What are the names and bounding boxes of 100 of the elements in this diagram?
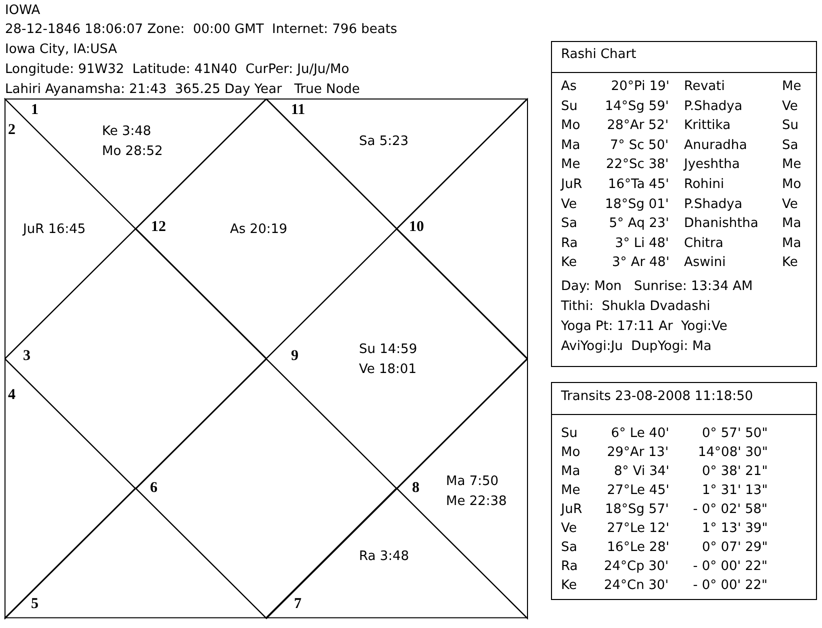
sign-number: 11 xyxy=(291,102,306,118)
info-line: Day: Mon Sunrise: 13:34 AM xyxy=(561,279,753,295)
planet-longitude: 7° Sc 50' xyxy=(610,138,669,154)
planet-longitude: 18°Sg 57' xyxy=(605,502,669,518)
planet-speed: 14°08' 30" xyxy=(698,445,768,461)
house-triangle xyxy=(5,358,136,618)
planet-position: Ke 3:48 xyxy=(102,124,152,140)
planet-speed: - 0° 00' 22" xyxy=(693,559,768,575)
lord-code: Ve xyxy=(782,98,798,115)
planet-speed: 1° 13' 39" xyxy=(702,521,768,537)
nakshatra-name: Revati xyxy=(684,79,725,95)
data-panel xyxy=(551,382,817,600)
lord-code: Me xyxy=(782,79,802,95)
sign-number: 8 xyxy=(412,480,420,496)
planet-longitude: 3° Ar 48' xyxy=(612,255,670,272)
sign-number: 6 xyxy=(150,480,158,496)
info-line: Tithi: Shukla Dvadashi xyxy=(561,299,710,315)
panel-title: Rashi Chart xyxy=(561,47,636,63)
sign-number: 1 xyxy=(31,102,38,118)
info-line: 28-12-1846 18:06:07 Zone: 00:00 GMT Internet: 796 beats xyxy=(5,22,398,38)
lord-code: Mo xyxy=(782,177,802,193)
sign-number: 5 xyxy=(31,596,38,612)
nakshatra-name: Aswini xyxy=(684,255,726,272)
chart-title: IOWA xyxy=(5,3,40,19)
planet-speed: - 0° 00' 22" xyxy=(693,578,768,594)
sign-number: 12 xyxy=(151,219,166,235)
planet-longitude: 14°Sg 59' xyxy=(605,98,669,115)
planet-longitude: 29°Ar 13' xyxy=(607,445,669,461)
planet-position: Ra 3:48 xyxy=(359,549,410,565)
sign-number: 7 xyxy=(294,596,302,612)
planet-position: JuR 16:45 xyxy=(23,222,86,238)
planet-longitude: 18°Sg 01' xyxy=(605,196,669,213)
planet-longitude: 20°Pi 19' xyxy=(611,79,670,95)
planet-code: Sa xyxy=(561,216,578,232)
panel-title: Transits 23-08-2008 11:18:50 xyxy=(561,389,754,405)
planet-longitude: 22°Sc 38' xyxy=(606,157,669,174)
planet-longitude: 5° Aq 23' xyxy=(609,216,670,232)
planet-longitude: 16°Ta 45' xyxy=(608,177,670,193)
planet-speed: 0° 07' 29" xyxy=(702,540,768,556)
nakshatra-name: Chitra xyxy=(684,236,724,252)
planet-position: Me 22:38 xyxy=(446,494,507,510)
lord-code: Me xyxy=(782,157,802,174)
planet-position: Mo 28:52 xyxy=(102,144,163,160)
planet-position: Ve 18:01 xyxy=(359,362,416,378)
planet-code: Ke xyxy=(561,255,577,272)
planet-code: Sa xyxy=(561,540,578,556)
sign-number: 9 xyxy=(291,348,298,364)
planet-speed: 1° 31' 13" xyxy=(702,483,768,499)
data-panel xyxy=(551,41,817,367)
lord-code: Ke xyxy=(782,255,798,272)
planet-position: As 20:19 xyxy=(230,222,288,238)
nakshatra-name: Dhanishtha xyxy=(684,216,758,232)
planet-code: Ra xyxy=(561,559,578,575)
sign-number: 10 xyxy=(409,219,424,235)
planet-speed: 0° 57' 50" xyxy=(702,426,768,442)
planet-code: Su xyxy=(561,426,578,442)
info-line: Iowa City, IA:USA xyxy=(5,42,118,58)
planet-longitude: 24°Cp 30' xyxy=(604,559,669,575)
sign-number: 3 xyxy=(23,348,30,364)
nakshatra-name: Anuradha xyxy=(684,138,748,154)
info-line: Yoga Pt: 17:11 Ar Yogi:Ve xyxy=(561,319,728,335)
nakshatra-name: Jyeshtha xyxy=(684,157,740,174)
nakshatra-name: P.Shadya xyxy=(684,196,742,213)
planet-code: JuR xyxy=(561,177,582,193)
planet-longitude: 8° Vi 34' xyxy=(614,464,670,480)
info-line: AviYogi:Ju DupYogi: Ma xyxy=(561,339,712,355)
planet-code: Ma xyxy=(561,138,580,154)
planet-code: Su xyxy=(561,98,578,115)
lord-code: Su xyxy=(782,118,798,134)
planet-code: Ke xyxy=(561,578,577,594)
planet-longitude: 6° Le 40' xyxy=(611,426,670,442)
planet-speed: - 0° 02' 58" xyxy=(693,502,768,518)
planet-longitude: 27°Le 45' xyxy=(607,483,670,499)
sign-number: 2 xyxy=(8,122,16,138)
lord-code: Sa xyxy=(782,138,798,154)
info-line: Lahiri Ayanamsha: 21:43 365.25 Day Year True Node xyxy=(5,82,360,98)
planet-longitude: 3° Li 48' xyxy=(615,236,670,252)
planet-position: Sa 5:23 xyxy=(359,134,409,150)
planet-position: Ma 7:50 xyxy=(446,474,499,490)
planet-code: As xyxy=(561,79,577,95)
lord-code: Ma xyxy=(782,216,802,232)
nakshatra-name: P.Shadya xyxy=(684,98,742,115)
planet-position: Su 14:59 xyxy=(359,342,418,358)
planet-code: Me xyxy=(561,483,580,499)
nakshatra-name: Rohini xyxy=(684,177,724,193)
info-line: Longitude: 91W32 Latitude: 41N40 CurPer: Ju/Ju/Mo xyxy=(5,62,350,78)
planet-longitude: 16°Le 28' xyxy=(607,540,670,556)
planet-code: Ra xyxy=(561,236,578,252)
sign-number: 4 xyxy=(8,387,16,403)
planet-speed: 0° 38' 21" xyxy=(702,464,768,480)
lord-code: Ma xyxy=(782,236,802,252)
planet-code: Ve xyxy=(561,196,577,213)
nakshatra-name: Krittika xyxy=(684,118,731,134)
planet-longitude: 27°Le 12' xyxy=(607,521,670,537)
planet-code: Ve xyxy=(561,521,577,537)
lord-code: Ve xyxy=(782,196,798,213)
planet-code: JuR xyxy=(561,502,582,518)
planet-code: Mo xyxy=(561,445,580,461)
planet-longitude: 24°Cn 30' xyxy=(604,578,669,594)
planet-code: Mo xyxy=(561,118,580,134)
